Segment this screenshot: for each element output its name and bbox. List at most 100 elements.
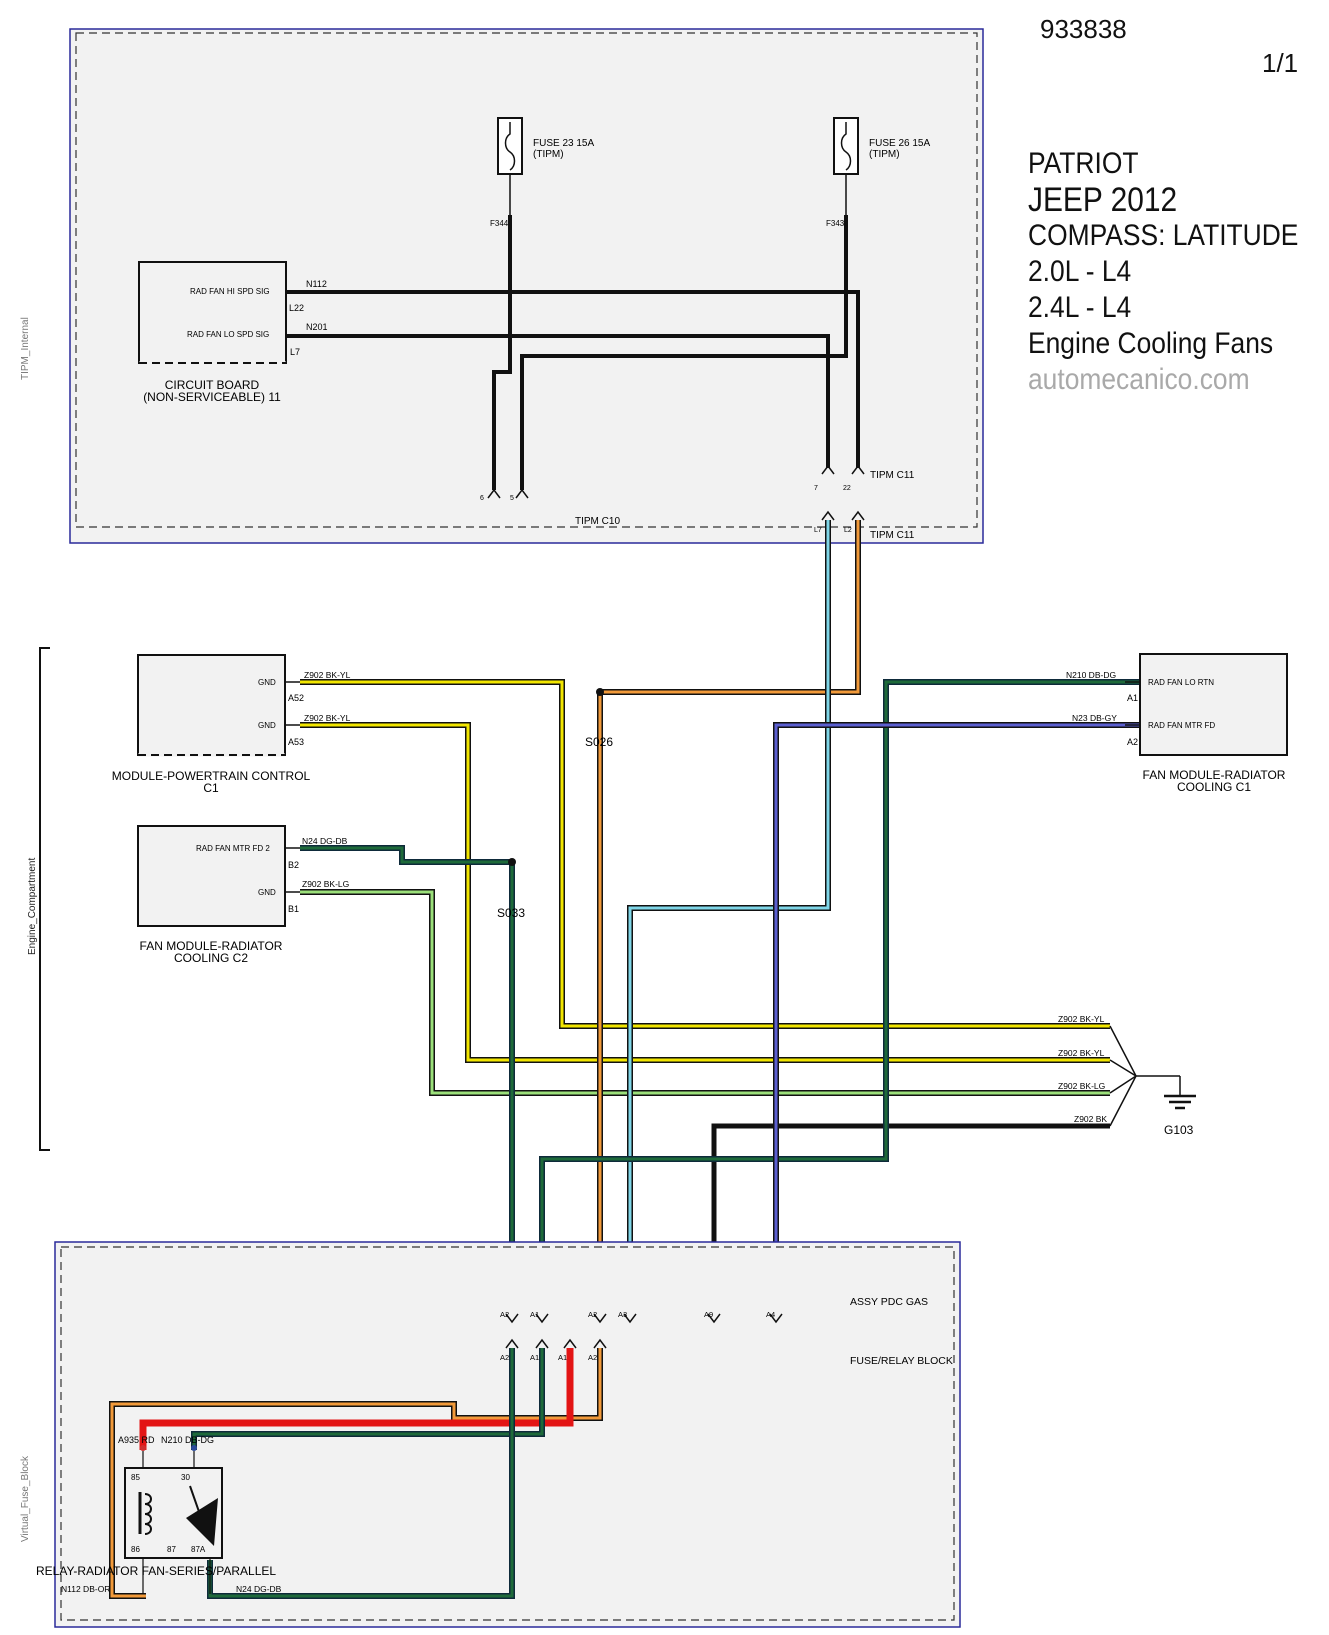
circuit-board-pin-hi: L22 — [289, 303, 304, 313]
tipm-c11-pin-l2: L2 — [844, 527, 852, 534]
circuit-board-label: CIRCUIT BOARD — [165, 378, 260, 392]
pdc-upper-pin-2: A1 — [530, 1310, 539, 1319]
tipm-c11-connector: 7 22 TIPM C11 L7 L2 TIPM C11 — [814, 464, 915, 541]
pcm-wire-a52: Z902 BK-YL — [304, 670, 351, 680]
fuse-26: FUSE 26 15A (TIPM) F343 — [826, 117, 930, 228]
fan-c1-sublabel: COOLING C1 — [1177, 780, 1251, 794]
fan-c2-wire-b2: N24 DG-DB — [302, 836, 348, 846]
ground-wire-1: Z902 BK-YL — [1058, 1014, 1105, 1024]
title-line-1: PATRIOT — [1028, 147, 1139, 180]
pcm-sublabel: C1 — [203, 781, 219, 795]
tipm-pin-5: 5 — [510, 495, 514, 502]
fan-c1-pin-a1-name: RAD FAN LO RTN — [1148, 678, 1214, 687]
fuse-23-pin: F344 — [490, 219, 509, 228]
fuse-23-label: FUSE 23 15A — [533, 138, 594, 149]
virtual-fuse-block-label: Virtual_Fuse_Block — [20, 1455, 31, 1542]
fuse-23: FUSE 23 15A (TIPM) F344 — [490, 117, 594, 228]
document-id: 933838 — [1040, 14, 1127, 44]
pcm-pin-a52-name: GND — [258, 678, 276, 687]
fan-c2-wire-b1: Z902 BK-LG — [302, 879, 349, 889]
fan-c2-pin-b2-name: RAD FAN MTR FD 2 — [196, 844, 270, 853]
relay-radiator-fan: 85 30 86 87 87A A935 RD N210 DB-DG N112 … — [36, 1435, 282, 1594]
tipm-c11-pin-l7: L7 — [814, 527, 822, 534]
tipm-c11-label-upper: TIPM C11 — [870, 470, 915, 481]
relay-label: RELAY-RADIATOR FAN-SERIES/PARALLEL — [36, 1564, 276, 1578]
fan-c1-pin-a2: A2 — [1127, 737, 1138, 747]
fan-c1-pin-a1: A1 — [1127, 693, 1138, 703]
pdc-label: ASSY PDC GAS — [850, 1296, 928, 1308]
relay-wire-87a: N24 DG-DB — [236, 1584, 282, 1594]
pdc-upper-pin-6: A4 — [766, 1310, 775, 1319]
fan-c1-label: FAN MODULE-RADIATOR — [1143, 768, 1286, 782]
fan-c2-sublabel: COOLING C2 — [174, 951, 248, 965]
ground-g103-label: G103 — [1164, 1123, 1194, 1137]
tipm-c10-label: TIPM C10 — [575, 516, 620, 527]
relay-wire-85: A935 RD — [118, 1435, 155, 1445]
title-line-2: JEEP 2012 — [1028, 181, 1178, 219]
splice-s033-label: S033 — [497, 906, 525, 920]
tipm-pin-6: 6 — [480, 495, 484, 502]
pdc-upper-pin-5: A9 — [704, 1310, 713, 1319]
page-number: 1/1 — [1262, 48, 1299, 78]
fan-module-c2: RAD FAN MTR FD 2 GND B2 B1 N24 DG-DB Z90… — [137, 825, 349, 965]
relay-wire-86: N112 DB-OR — [61, 1584, 110, 1594]
ground-wire-4: Z902 BK — [1074, 1114, 1107, 1124]
fan-c1-wire-a1: N210 DB-DG — [1066, 670, 1116, 680]
fan-c2-label: FAN MODULE-RADIATOR — [140, 939, 283, 953]
fan-c2-pin-b1-name: GND — [258, 888, 276, 897]
fuse-relay-block-label: FUSE/RELAY BLOCK — [850, 1355, 953, 1367]
pcm-pin-a52: A52 — [288, 693, 304, 703]
tipm-c10-connector: 6 5 TIPM C10 — [480, 488, 620, 527]
pdc-upper-connector — [505, 1313, 783, 1324]
title-block: PATRIOT JEEP 2012 COMPASS: LATITUDE 2.0L… — [1028, 146, 1329, 398]
pdc-lower-pin-3: A1 — [558, 1353, 567, 1362]
tipm-pin-22: 22 — [843, 485, 851, 492]
module-powertrain-control: GND GND A52 A53 Z902 BK-YL Z902 BK-YL MO… — [112, 654, 351, 795]
tipm-internal-wires — [286, 215, 860, 490]
pdc-lower-pin-1: A2 — [500, 1353, 509, 1362]
splice-s026-label: S026 — [585, 735, 613, 749]
fan-c1-wire-a2: N23 DB-GY — [1072, 713, 1117, 723]
pdc-upper-pin-3: A2 — [588, 1310, 597, 1319]
circuit-board-wire-hi: N112 — [306, 279, 327, 289]
tipm-c11-label-lower: TIPM C11 — [870, 530, 915, 541]
fan-module-c1: RAD FAN LO RTN RAD FAN MTR FD A1 A2 N210… — [1066, 653, 1288, 794]
fuse-26-pin: F343 — [826, 219, 845, 228]
circuit-board-pin-lo: L7 — [290, 347, 300, 357]
splice-s026: S026 — [585, 688, 613, 749]
pcm-wire-a53: Z902 BK-YL — [304, 713, 351, 723]
tipm-pin-7: 7 — [814, 485, 818, 492]
pcm-pin-a53: A53 — [288, 737, 304, 747]
pdc-lower-pin-labels: A2 A1 A1 A2 — [500, 1353, 597, 1362]
site-watermark: automecanico.com — [1028, 363, 1250, 396]
fuse-26-sublabel: (TIPM) — [869, 149, 900, 160]
tipm-internal-zone-label: TIPM_Internal — [20, 317, 31, 380]
pdc-upper-pin-labels: A2 A1 A2 A3 A9 A4 — [500, 1310, 775, 1319]
pdc-lower-pin-2: A1 — [530, 1353, 539, 1362]
fuse-26-label: FUSE 26 15A — [869, 138, 930, 149]
fan-c2-pin-b1: B1 — [288, 904, 299, 914]
fuse-23-sublabel: (TIPM) — [533, 149, 564, 160]
ground-wire-2: Z902 BK-YL — [1058, 1048, 1105, 1058]
circuit-board-sig-hi: RAD FAN HI SPD SIG — [190, 287, 270, 296]
pdc-lower-pin-4: A2 — [588, 1353, 597, 1362]
pdc-upper-pin-1: A2 — [500, 1310, 509, 1319]
circuit-board-sig-lo: RAD FAN LO SPD SIG — [187, 330, 269, 339]
relay-pin-87: 87 — [167, 1545, 176, 1554]
relay-pin-85: 85 — [131, 1473, 140, 1482]
circuit-board-sublabel: (NON-SERVICEABLE) 11 — [143, 390, 281, 404]
splice-s033: S033 — [497, 858, 525, 920]
fan-c1-pin-a2-name: RAD FAN MTR FD — [1148, 721, 1215, 730]
circuit-board: RAD FAN HI SPD SIG RAD FAN LO SPD SIG L2… — [138, 261, 328, 404]
ground-wire-3: Z902 BK-LG — [1058, 1081, 1105, 1091]
engine-compartment-zone: Engine_Compartment — [27, 647, 50, 1151]
pdc-lower-connector — [505, 1338, 607, 1349]
fan-c2-pin-b2: B2 — [288, 860, 299, 870]
circuit-board-wire-lo: N201 — [306, 322, 328, 332]
pdc-upper-pin-4: A3 — [618, 1310, 627, 1319]
relay-pin-30: 30 — [181, 1473, 190, 1482]
ground-g103: G103 Z902 BK-YL Z902 BK-YL Z902 BK-LG Z9… — [1058, 1014, 1196, 1137]
title-line-4: 2.0L - L4 — [1028, 255, 1132, 288]
harness-wires — [300, 520, 1140, 1320]
